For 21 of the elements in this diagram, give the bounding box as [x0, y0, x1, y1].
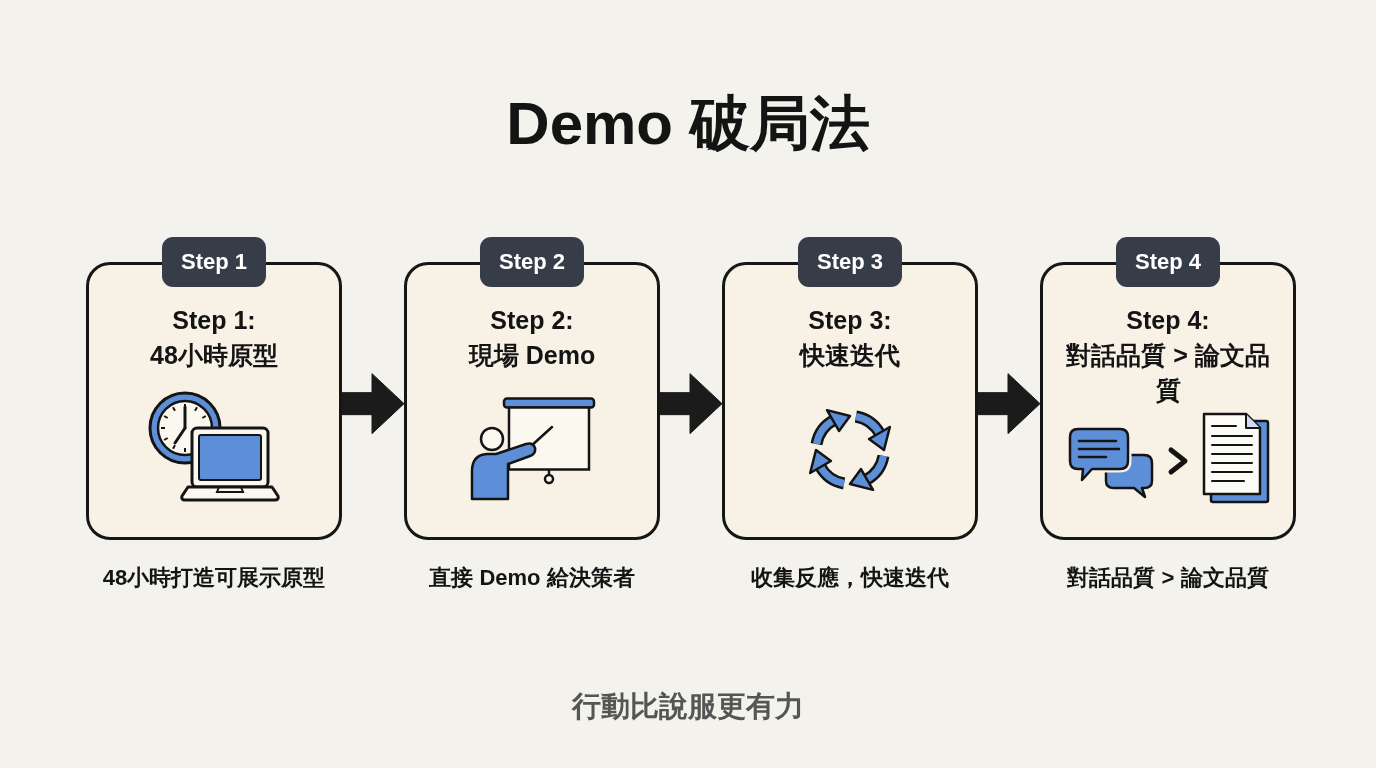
- step-title: Step 1: 48小時原型: [149, 305, 279, 371]
- step-tab: Step 4: [1116, 237, 1220, 287]
- step-tab: Step 1: [162, 237, 266, 287]
- step-tab: Step 3: [798, 237, 902, 287]
- step-caption: 對話品質 > 論文品質: [1067, 564, 1269, 592]
- step-card: [722, 237, 978, 540]
- step-tab: Step 2: [480, 237, 584, 287]
- arrow: [977, 373, 1041, 435]
- arrow: [659, 373, 723, 435]
- step-caption: 直接 Demo 給決策者: [429, 564, 635, 592]
- diagram-title: Demo 破局法: [506, 89, 870, 159]
- step-title: Step 2: 現場 Demo: [467, 305, 597, 371]
- step-card: [1040, 237, 1296, 540]
- step-caption: 收集反應，快速迭代: [751, 564, 949, 592]
- step-title: Step 4: 對話品質 > 論文品質: [1065, 305, 1271, 406]
- step-card: [86, 237, 342, 540]
- step-title: Step 3: 快速迭代: [798, 305, 901, 371]
- diagram-caption: 行動比說服更有力: [572, 689, 804, 724]
- step-card: [404, 237, 660, 540]
- arrow: [341, 373, 405, 435]
- step-caption: 48小時打造可展示原型: [102, 564, 326, 592]
